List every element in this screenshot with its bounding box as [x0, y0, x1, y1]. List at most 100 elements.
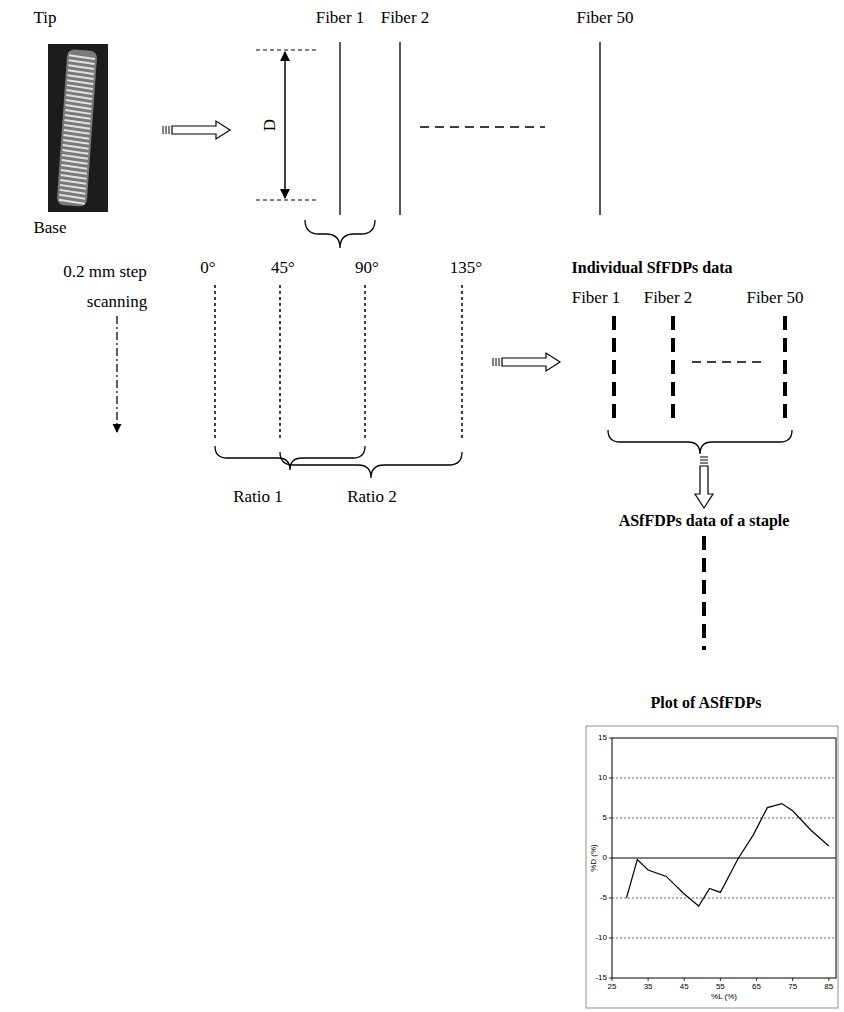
tick-label: 5: [603, 814, 607, 823]
tick-label: 0: [603, 854, 607, 863]
crimp-line: [62, 155, 88, 159]
x-tick: [612, 978, 613, 981]
block-arrow-tail: [700, 457, 708, 458]
x-tick: [648, 978, 649, 981]
crimp-line: [68, 65, 94, 69]
chart-frame: [586, 726, 838, 1008]
crimp-line: [66, 100, 92, 104]
crimp-line: [65, 105, 91, 109]
tick-label: 85: [824, 983, 833, 992]
staple-body: [57, 49, 98, 207]
end-label: Base: [33, 219, 66, 238]
x-tick: [684, 978, 685, 981]
angle-label: 135°: [450, 259, 482, 278]
curly-brace: [215, 446, 365, 470]
grid-line: [612, 938, 836, 939]
crimp-line: [67, 85, 93, 89]
y-tick: [609, 898, 612, 899]
dimension-guide: [256, 200, 318, 201]
x-tick: [792, 978, 793, 981]
tick-label: -5: [600, 894, 607, 903]
plot-area: [612, 738, 836, 978]
crimp-line: [61, 175, 87, 179]
fiber-label: Fiber 1: [316, 9, 365, 28]
crimp-line: [68, 70, 94, 74]
crimp-line: [63, 135, 89, 139]
x-tick: [720, 978, 721, 981]
block-arrow-body: [695, 466, 713, 508]
curly-brace: [280, 452, 462, 478]
y-tick: [609, 738, 612, 739]
block-arrow: [163, 121, 230, 139]
dimension-arrow: [284, 52, 286, 198]
fiber-line: [599, 42, 600, 215]
crimp-line: [69, 60, 95, 64]
block-arrow-tail: [496, 358, 497, 366]
y-tick: [609, 858, 612, 859]
profile-line: [626, 804, 828, 906]
step-label: 0.2 mm step: [63, 263, 147, 282]
tick-label: 10: [598, 774, 607, 783]
crimp-line: [65, 110, 91, 114]
crimp-line: [59, 200, 85, 204]
staple-photo: [48, 44, 108, 212]
curly-brace: [608, 430, 792, 454]
section-heading: Plot of ASfFDPs: [650, 694, 761, 712]
ellipsis-dashes: [420, 126, 545, 128]
block-arrow: [695, 457, 713, 508]
scan-line: [279, 285, 281, 440]
block-arrow-tail: [163, 126, 164, 134]
section-heading: Individual SfFDPs data: [572, 259, 733, 277]
fiber-profile: [612, 316, 616, 420]
x-tick: [828, 978, 829, 981]
block-arrow-tail: [169, 126, 170, 134]
crimp-line: [64, 130, 90, 134]
angle-label: 45°: [271, 259, 295, 278]
grid-line: [612, 778, 836, 779]
angle-label: 90°: [355, 259, 379, 278]
profile-chart: [586, 726, 838, 1008]
schematic-lines: [117, 42, 792, 650]
block-arrow-tail: [700, 460, 708, 461]
x-tick: [756, 978, 757, 981]
zero-line: [612, 858, 836, 859]
end-label: Tip: [33, 9, 56, 28]
block-arrow-tail: [700, 463, 708, 464]
block-arrow: [493, 353, 560, 371]
axis-title: %D (%): [590, 844, 599, 872]
block-arrow-body: [502, 353, 560, 371]
fiber-label: Fiber 50: [746, 289, 803, 308]
angle-label: 0°: [200, 259, 215, 278]
staple-band: [57, 49, 98, 207]
fiber-profile: [671, 316, 675, 420]
fiber-label: Fiber 50: [576, 9, 633, 28]
tick-label: 55: [716, 983, 725, 992]
crimp-line: [64, 125, 90, 129]
scan-line: [214, 285, 216, 440]
curly-brace: [305, 220, 375, 248]
dimension-guide: [256, 50, 318, 51]
average-profile: [702, 536, 706, 650]
crimp-line: [61, 165, 87, 169]
crimp-line: [63, 140, 89, 144]
crimp-line: [60, 180, 86, 184]
dimension-label: D: [261, 119, 280, 131]
fiber-label: Fiber 2: [381, 9, 430, 28]
block-arrow-tail: [493, 358, 494, 366]
grid-line: [612, 818, 836, 819]
crimp-line: [64, 120, 90, 124]
fiber-line: [399, 42, 400, 215]
y-tick: [609, 778, 612, 779]
y-tick: [609, 938, 612, 939]
scan-line: [364, 285, 366, 440]
y-tick: [609, 818, 612, 819]
crimp-line: [59, 195, 85, 199]
section-heading: ASfFDPs data of a staple: [619, 512, 790, 530]
axis-title: %L (%): [711, 993, 737, 1002]
ellipsis-dashes: [692, 361, 765, 363]
crimp-line: [60, 185, 86, 189]
tick-label: 45: [680, 983, 689, 992]
ratio-label: Ratio 2: [347, 488, 397, 507]
